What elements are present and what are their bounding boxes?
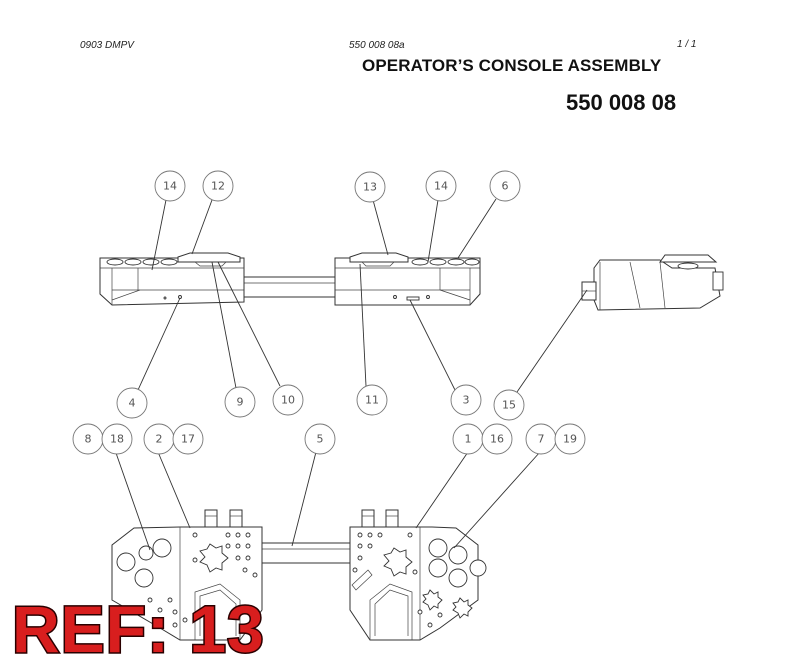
callout-2: 2 [143, 423, 175, 455]
svg-text:1: 1 [465, 433, 472, 446]
callout-19: 19 [554, 423, 586, 455]
svg-text:14: 14 [163, 180, 177, 193]
svg-text:3: 3 [463, 394, 470, 407]
svg-text:10: 10 [281, 394, 295, 407]
svg-text:18: 18 [110, 433, 124, 446]
callout-13: 13 [354, 171, 386, 203]
svg-text:16: 16 [490, 433, 504, 446]
svg-text:11: 11 [365, 394, 379, 407]
callout-14-left: 14 [154, 170, 186, 202]
svg-text:17: 17 [181, 433, 195, 446]
document-code: 0903 DMPV [80, 40, 134, 51]
page-title: OPERATOR’S CONSOLE ASSEMBLY [362, 56, 662, 75]
svg-text:12: 12 [211, 180, 225, 193]
console-side-view [581, 254, 724, 311]
callout-5: 5 [304, 423, 336, 455]
svg-text:8: 8 [85, 433, 92, 446]
page-number: 1 / 1 [677, 39, 697, 50]
svg-text:5: 5 [317, 433, 324, 446]
callout-3: 3 [450, 384, 482, 416]
console-front-view [99, 252, 481, 306]
console-plan-view [111, 509, 487, 641]
svg-text:13: 13 [363, 181, 377, 194]
callout-7: 7 [525, 423, 557, 455]
callout-11: 11 [356, 384, 388, 416]
leader-lines [115, 198, 588, 551]
document-reference: 550 008 08a [349, 40, 405, 51]
callout-1: 1 [452, 423, 484, 455]
svg-text:15: 15 [502, 399, 516, 412]
part-number: 550 008 08 [566, 90, 677, 115]
callout-8: 8 [72, 423, 104, 455]
svg-text:9: 9 [237, 396, 244, 409]
callout-15: 15 [493, 389, 525, 421]
callout-12: 12 [202, 170, 234, 202]
callout-6: 6 [489, 170, 521, 202]
svg-text:19: 19 [563, 433, 577, 446]
callout-18: 18 [101, 423, 133, 455]
callout-10: 10 [272, 384, 304, 416]
callout-4: 4 [116, 387, 148, 419]
svg-text:2: 2 [156, 433, 163, 446]
callout-14-right: 14 [425, 170, 457, 202]
callout-9: 9 [224, 386, 256, 418]
reference-label: REF: 13 [11, 592, 266, 666]
callout-16: 16 [481, 423, 513, 455]
svg-text:7: 7 [538, 433, 545, 446]
svg-text:6: 6 [502, 180, 509, 193]
svg-text:14: 14 [434, 180, 448, 193]
callout-17: 17 [172, 423, 204, 455]
svg-text:4: 4 [129, 397, 136, 410]
